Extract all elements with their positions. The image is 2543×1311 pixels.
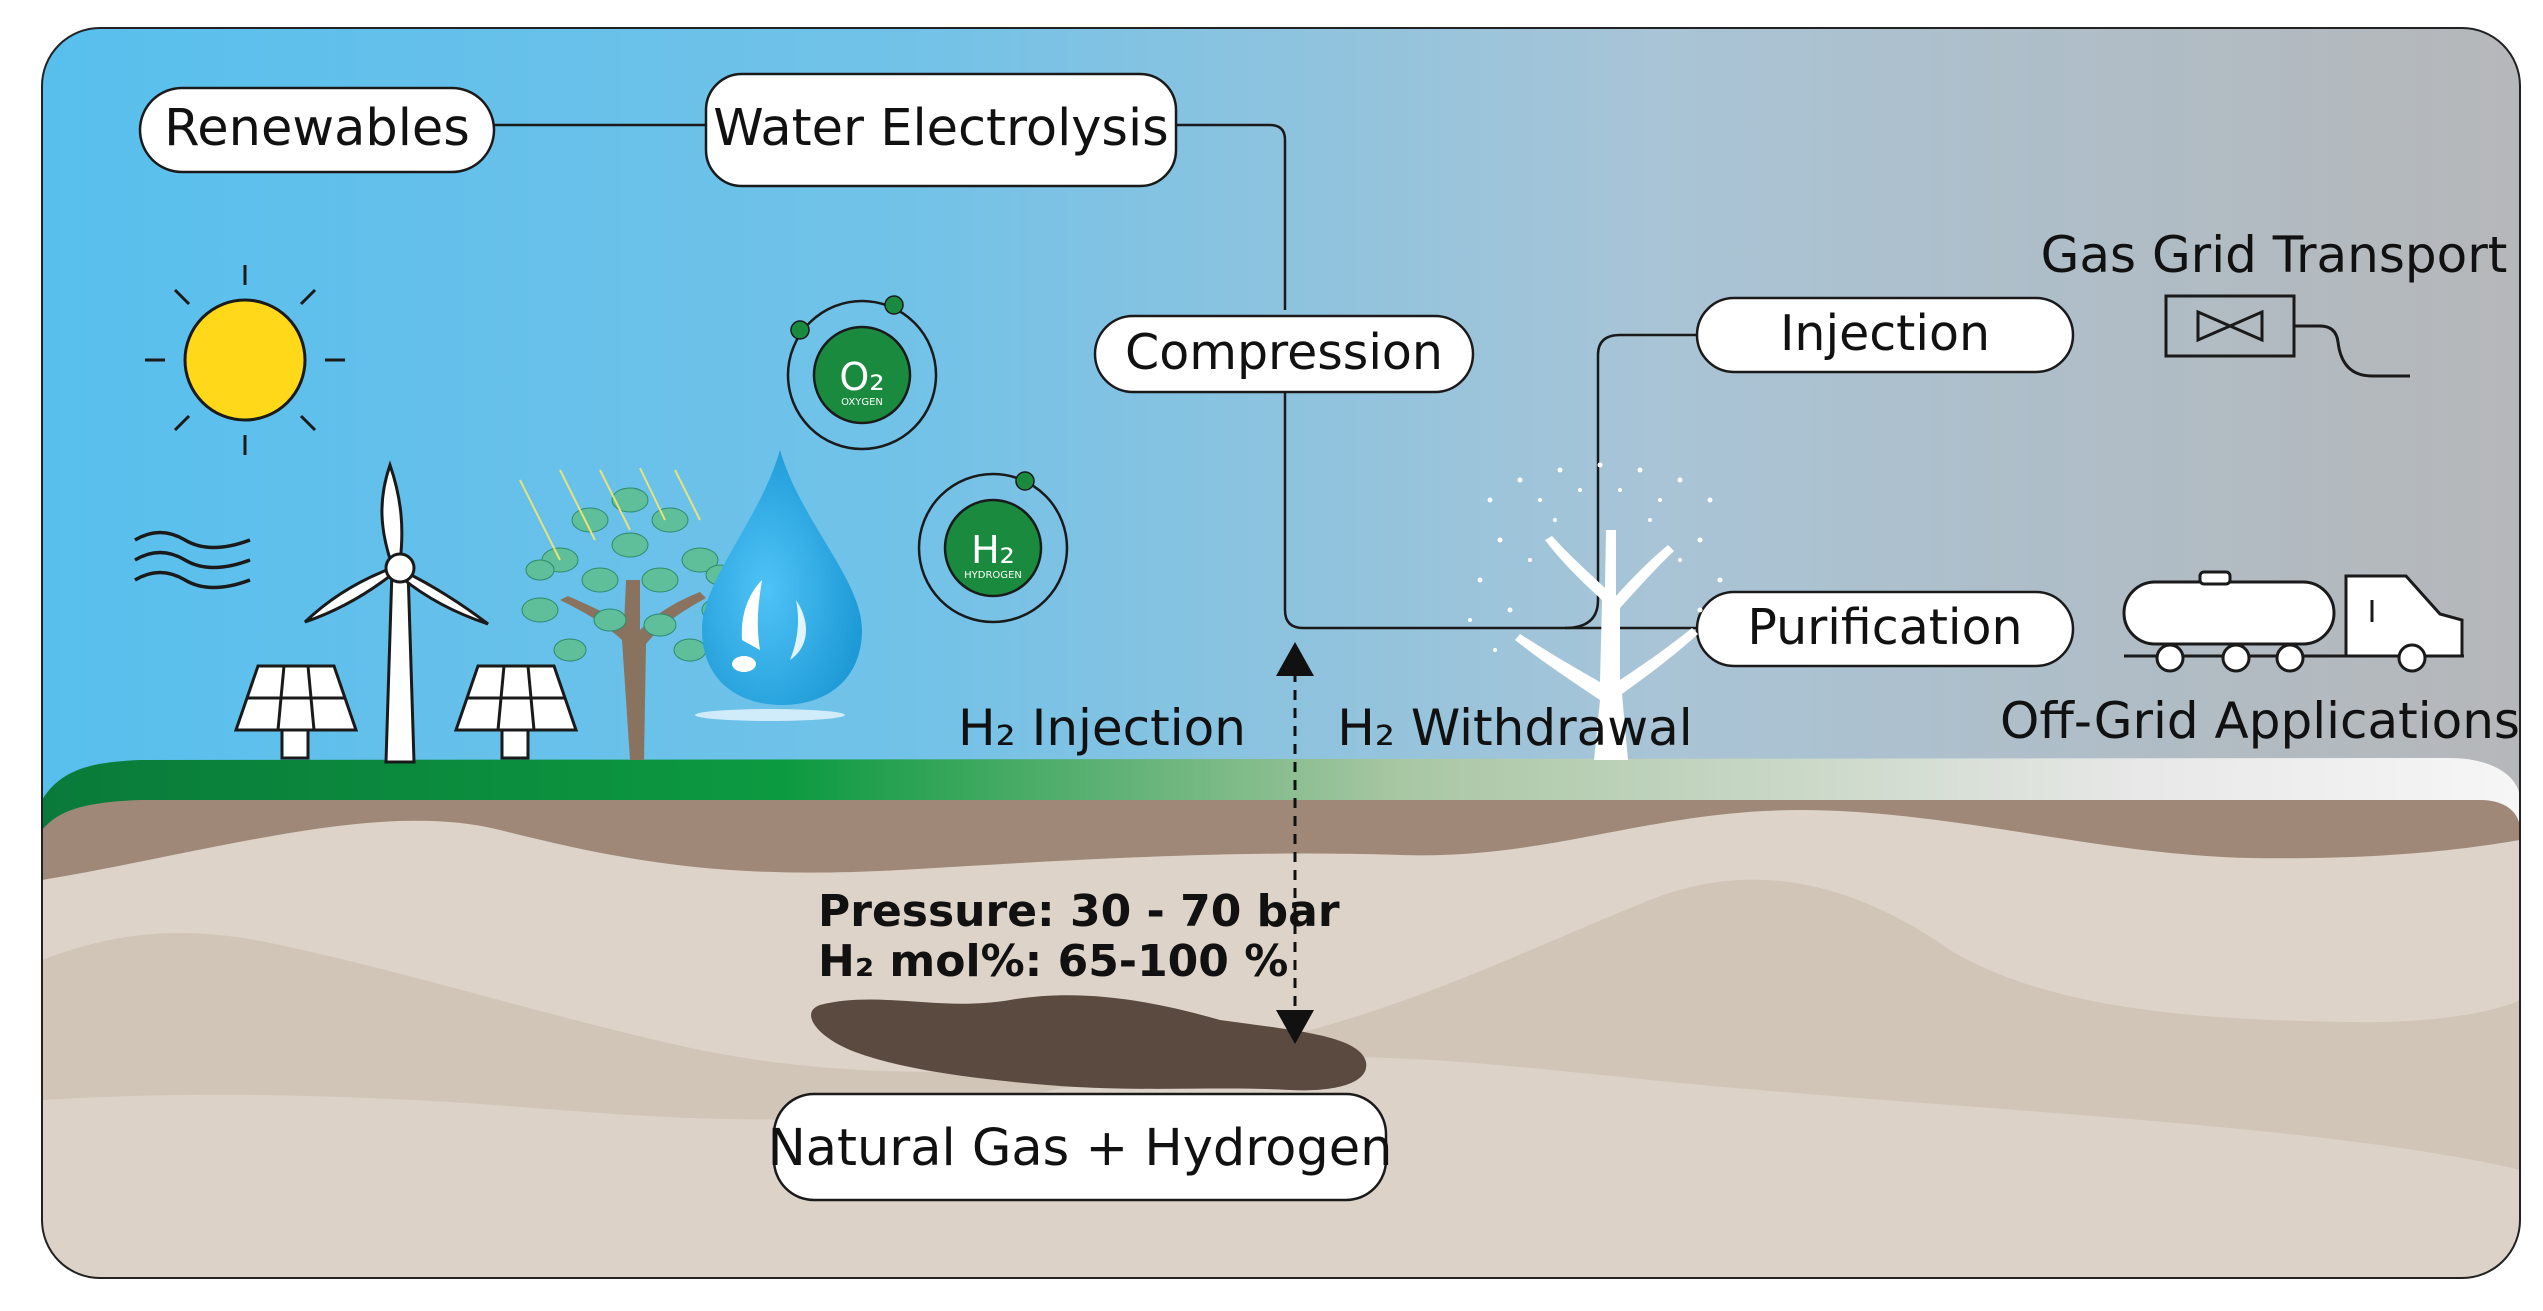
- arrow-down-icon: [1276, 1010, 1314, 1044]
- hydrogen-molecule-icon: H₂ HYDROGEN: [917, 471, 1069, 624]
- renewables-node: Renewables: [138, 86, 496, 174]
- solar-panel-icon: [233, 664, 359, 760]
- compression-node: Compression: [1093, 314, 1475, 394]
- hydrogen-name: HYDROGEN: [964, 570, 1022, 581]
- h2-injection-label: H₂ Injection: [958, 699, 1246, 757]
- pressure-label: Pressure: 30 - 70 bar: [818, 886, 1340, 937]
- wind-icon: [134, 530, 251, 590]
- process-connectors: [494, 123, 1700, 630]
- solar-panel-icon: [453, 664, 579, 760]
- sun-icon: [145, 265, 345, 455]
- valve-icon: [2164, 294, 2410, 378]
- h2-withdrawal-label: H₂ Withdrawal: [1337, 699, 1692, 757]
- scene-background: [42, 28, 2520, 1278]
- arrow-up-icon: [1276, 642, 1314, 676]
- purification-node: Purification: [1695, 590, 2075, 668]
- compression-label: Compression: [1125, 324, 1443, 381]
- water-droplet-icon: [695, 450, 862, 721]
- gas-reservoir: [811, 995, 1367, 1091]
- purification-label: Purification: [1747, 599, 2022, 656]
- oxygen-symbol: O₂: [839, 355, 884, 399]
- injection-node: Injection: [1695, 296, 2075, 374]
- natural-gas-hydrogen-node: Natural Gas + Hydrogen: [768, 1092, 1393, 1202]
- tanker-truck-icon: [2122, 570, 2464, 673]
- natural-gas-hydrogen-label: Natural Gas + Hydrogen: [768, 1119, 1393, 1178]
- frost-tree-icon: [1468, 462, 1732, 760]
- injection-label: Injection: [1780, 305, 1990, 362]
- panel-border: [41, 27, 2521, 1279]
- water-electrolysis-label: Water Electrolysis: [713, 99, 1169, 158]
- off-grid-applications-label: Off-Grid Applications: [2000, 692, 2520, 750]
- wind-turbine-icon: [303, 460, 489, 764]
- oxygen-name: OXYGEN: [841, 397, 883, 408]
- gas-grid-transport-label: Gas Grid Transport: [2041, 226, 2508, 284]
- hydrogen-symbol: H₂: [971, 528, 1015, 572]
- tree-icon: [519, 467, 739, 760]
- oxygen-molecule-icon: O₂ OXYGEN: [786, 295, 938, 451]
- renewables-label: Renewables: [164, 99, 470, 158]
- h2-mol-label: H₂ mol%: 65-100 %: [818, 936, 1288, 987]
- water-electrolysis-node: Water Electrolysis: [704, 72, 1178, 188]
